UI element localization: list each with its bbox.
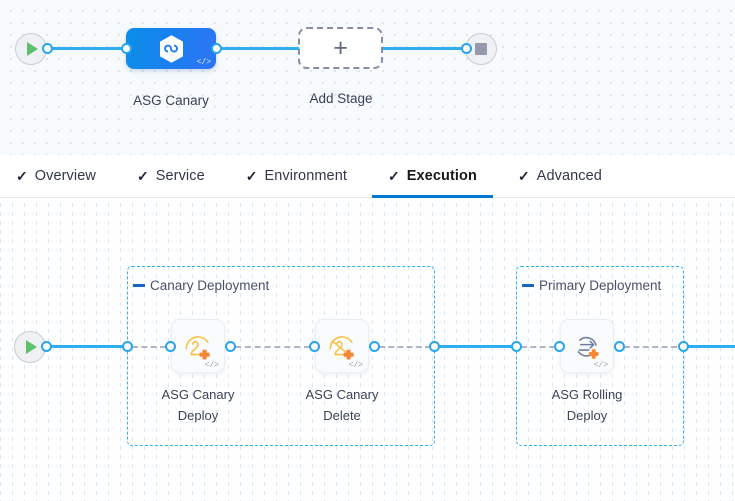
edge-delete-to-canary-exit xyxy=(379,346,431,348)
edge-canary-entry-to-deploy xyxy=(132,346,166,348)
plus-icon: + xyxy=(333,33,348,62)
asg-rolling-deploy-icon xyxy=(577,336,599,359)
asg-canary-deploy-right-port[interactable] xyxy=(225,341,236,352)
tab-advanced[interactable]: ✓ Advanced xyxy=(518,155,602,198)
step-label-line1: ASG Rolling xyxy=(551,387,623,402)
step-label-line1: ASG Canary xyxy=(161,387,235,402)
tab-execution[interactable]: ✓ Execution xyxy=(372,155,493,198)
asg-canary-delete-icon xyxy=(329,336,354,360)
step-node-asg-canary-deploy-label: ASG Canary Deploy xyxy=(138,384,258,426)
step-label-line2: Deploy xyxy=(177,408,219,423)
edge-stage-to-add xyxy=(219,47,299,50)
play-icon xyxy=(27,42,38,56)
add-stage-label: Add Stage xyxy=(309,91,373,106)
edge-rolling-to-primary-exit xyxy=(624,346,677,348)
step-code-badge-icon[interactable]: </> xyxy=(348,361,363,370)
edge-canary-to-primary-group xyxy=(438,345,517,348)
check-icon: ✓ xyxy=(16,168,28,184)
tab-overview-label: Overview xyxy=(34,168,96,184)
step-node-asg-canary-delete[interactable]: </> xyxy=(315,319,369,373)
asg-canary-delete-left-port[interactable] xyxy=(309,341,320,352)
check-icon: ✓ xyxy=(517,168,530,184)
group-collapse-icon[interactable] xyxy=(133,284,145,287)
tab-overview[interactable]: ✓ Overview xyxy=(16,155,96,198)
stage-graph-canvas[interactable]: </> ASG Canary + Add Stage xyxy=(0,0,735,155)
check-icon: ✓ xyxy=(136,168,149,184)
tab-advanced-label: Advanced xyxy=(536,168,602,184)
stage-code-badge-icon[interactable]: </> xyxy=(196,58,211,67)
step-code-badge-icon[interactable]: </> xyxy=(204,361,219,370)
asg-hexagon-infinity-icon xyxy=(158,34,185,64)
stage-node-right-port[interactable] xyxy=(211,43,222,54)
asg-canary-deploy-left-port[interactable] xyxy=(165,341,176,352)
stage-config-tabs: ✓ Overview ✓ Service ✓ Environment ✓ Exe… xyxy=(0,155,735,198)
check-icon: ✓ xyxy=(388,168,400,184)
tab-environment-label: Environment xyxy=(264,168,347,184)
stage-node-left-port[interactable] xyxy=(121,43,132,54)
step-node-asg-canary-deploy[interactable]: </> xyxy=(171,319,225,373)
edge-deploy-to-delete xyxy=(235,346,310,348)
execution-start-port[interactable] xyxy=(41,341,52,352)
edge-start-to-stage xyxy=(50,47,128,50)
edge-primary-entry-to-rolling xyxy=(521,346,555,348)
step-group-canary-deployment-label: Canary Deployment xyxy=(133,278,273,293)
tab-service-label: Service xyxy=(155,168,205,184)
step-code-badge-icon[interactable]: </> xyxy=(593,361,608,370)
edge-primary-to-end xyxy=(687,345,735,348)
execution-graph-canvas[interactable]: Canary Deployment </> ASG Canary xyxy=(0,198,735,501)
step-node-asg-canary-delete-label: ASG Canary Delete xyxy=(282,384,402,426)
check-icon: ✓ xyxy=(245,168,258,184)
start-node-port[interactable] xyxy=(42,43,53,54)
tab-environment[interactable]: ✓ Environment xyxy=(246,155,347,198)
step-group-canary-deployment[interactable] xyxy=(127,266,435,446)
stage-node-asg-canary[interactable]: </> xyxy=(126,28,216,69)
stop-icon xyxy=(475,43,487,55)
end-node-port[interactable] xyxy=(461,43,472,54)
group-label-text: Primary Deployment xyxy=(539,278,662,293)
stage-node-label: ASG Canary xyxy=(133,93,209,108)
step-node-asg-rolling-deploy[interactable]: </> xyxy=(560,319,614,373)
asg-canary-delete-right-port[interactable] xyxy=(369,341,380,352)
edge-add-to-end xyxy=(383,47,472,50)
execution-start-node[interactable] xyxy=(14,331,46,363)
step-node-asg-rolling-deploy-label: ASG Rolling Deploy xyxy=(527,384,647,426)
primary-group-exit-port[interactable] xyxy=(678,341,689,352)
play-icon xyxy=(26,340,37,354)
group-collapse-icon[interactable] xyxy=(522,284,534,287)
step-label-line2: Delete xyxy=(323,408,361,423)
pipeline-start-node[interactable] xyxy=(15,33,47,65)
tab-service[interactable]: ✓ Service xyxy=(137,155,205,198)
canary-group-exit-port[interactable] xyxy=(429,341,440,352)
step-group-primary-deployment[interactable] xyxy=(516,266,684,446)
step-group-primary-deployment-label: Primary Deployment xyxy=(522,278,665,293)
primary-group-entry-port[interactable] xyxy=(511,341,522,352)
asg-canary-deploy-icon xyxy=(185,336,210,360)
group-label-text: Canary Deployment xyxy=(150,278,270,293)
add-stage-button[interactable]: + xyxy=(298,27,383,69)
step-label-line1: ASG Canary xyxy=(305,387,379,402)
asg-rolling-deploy-left-port[interactable] xyxy=(554,341,565,352)
step-label-line2: Deploy xyxy=(566,408,608,423)
canary-group-entry-port[interactable] xyxy=(122,341,133,352)
asg-rolling-deploy-right-port[interactable] xyxy=(614,341,625,352)
edge-start-to-canary-group xyxy=(49,345,128,348)
tab-execution-label: Execution xyxy=(406,168,477,184)
